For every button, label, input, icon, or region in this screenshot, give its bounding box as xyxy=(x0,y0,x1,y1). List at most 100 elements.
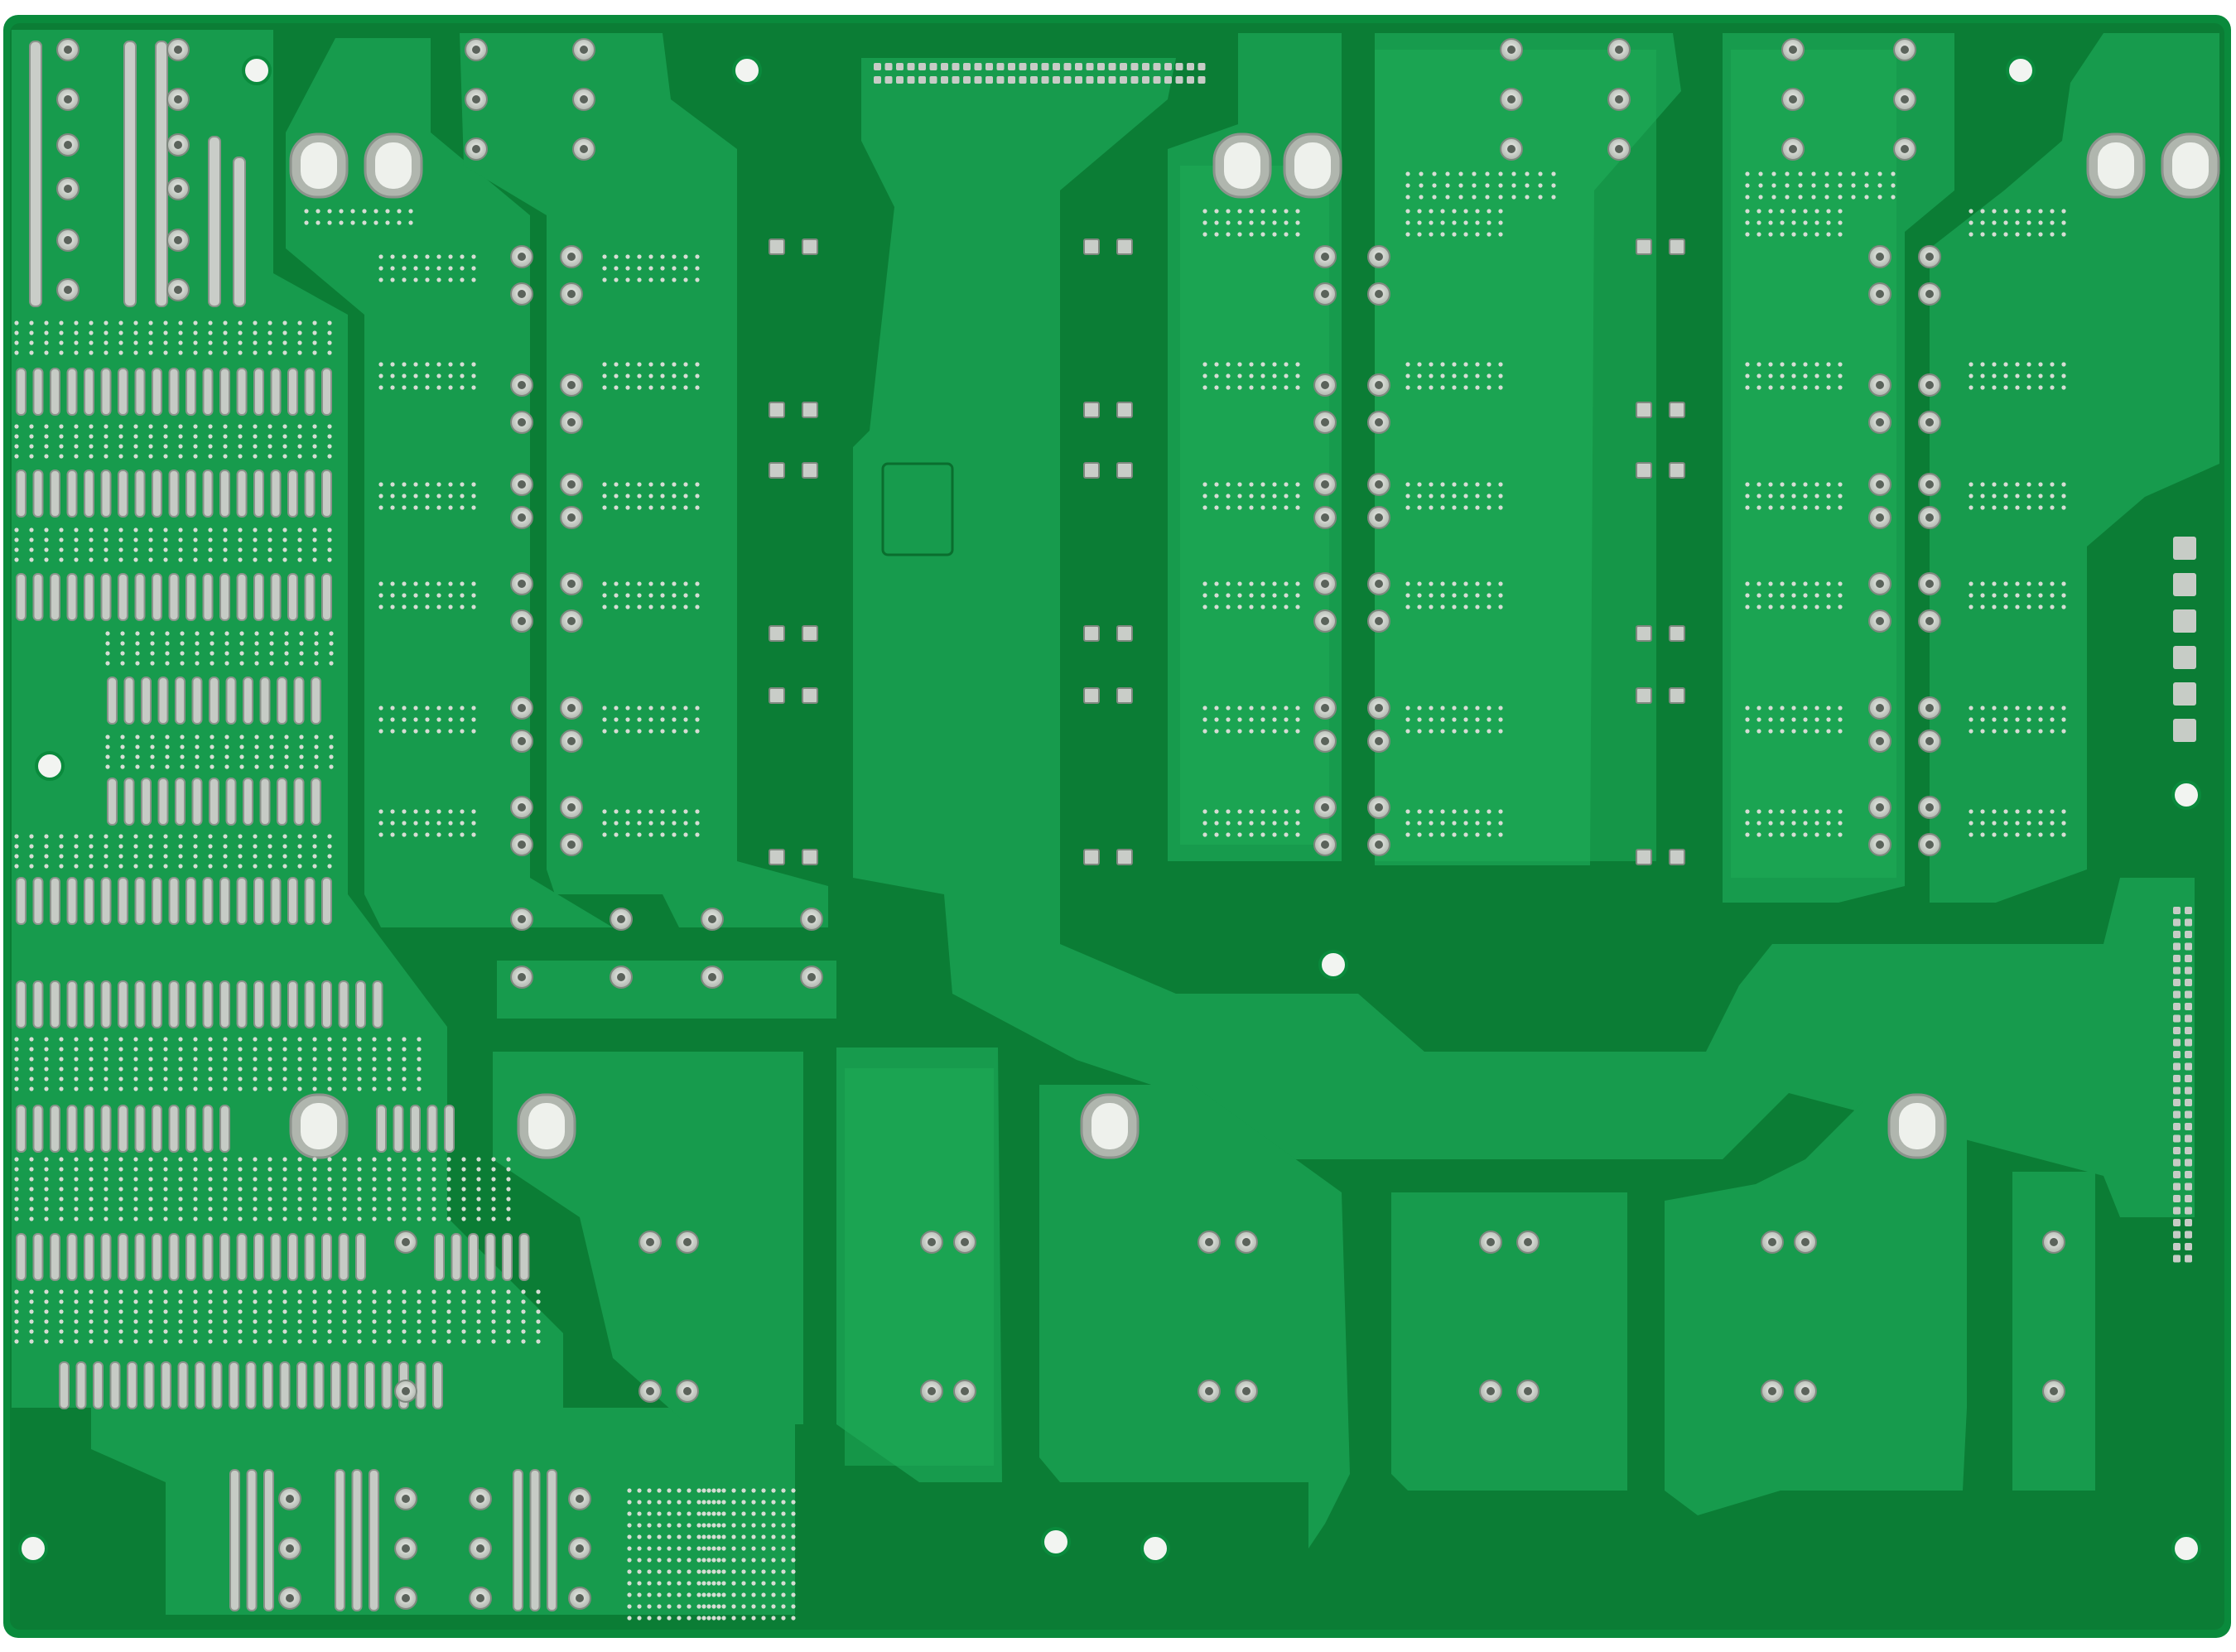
via xyxy=(667,1592,672,1597)
via xyxy=(1475,832,1480,837)
via xyxy=(614,717,619,722)
finger-pad xyxy=(243,778,253,826)
via xyxy=(89,1187,94,1192)
via xyxy=(402,1289,407,1294)
via xyxy=(59,1319,64,1324)
via xyxy=(223,1037,228,1042)
pad-drill xyxy=(567,253,576,261)
via xyxy=(74,1339,79,1344)
via xyxy=(1260,209,1265,214)
finger-pad xyxy=(355,1233,366,1281)
via xyxy=(253,1037,258,1042)
via xyxy=(195,651,200,656)
via xyxy=(417,1057,422,1062)
via xyxy=(667,1488,672,1493)
pad-drill xyxy=(580,46,588,54)
via xyxy=(2015,232,2020,237)
header-pin xyxy=(1075,63,1082,70)
header-pin xyxy=(2185,1086,2192,1095)
via xyxy=(1405,505,1410,510)
via xyxy=(133,320,138,325)
via xyxy=(1980,593,1985,598)
via xyxy=(637,1500,642,1505)
via xyxy=(357,1047,362,1052)
via xyxy=(387,1037,392,1042)
via xyxy=(74,1067,79,1072)
via xyxy=(436,373,441,378)
finger-pad xyxy=(152,573,162,621)
via xyxy=(1237,209,1242,214)
via xyxy=(74,424,79,429)
via xyxy=(1452,362,1457,367)
via xyxy=(1226,581,1231,586)
via xyxy=(1226,717,1231,722)
via xyxy=(180,744,185,749)
via xyxy=(1429,209,1434,214)
via xyxy=(74,1177,79,1182)
via xyxy=(387,1309,392,1314)
pad-drill xyxy=(1321,381,1329,389)
via xyxy=(372,1177,377,1182)
via xyxy=(625,482,630,487)
via xyxy=(637,1546,642,1551)
via xyxy=(282,330,287,335)
via xyxy=(614,729,619,734)
via xyxy=(312,547,317,552)
via xyxy=(1249,729,1254,734)
via xyxy=(1419,171,1424,176)
via xyxy=(476,1216,481,1221)
via xyxy=(1429,706,1434,710)
finger-pad xyxy=(186,573,196,621)
via xyxy=(751,1616,756,1621)
via xyxy=(74,1187,79,1192)
via xyxy=(1202,373,1207,378)
via xyxy=(29,444,34,449)
via xyxy=(104,834,108,839)
via xyxy=(448,494,453,498)
via xyxy=(1417,505,1422,510)
header-pin xyxy=(2185,918,2192,927)
via xyxy=(282,1309,287,1314)
via xyxy=(133,1076,138,1081)
via xyxy=(2026,832,2031,837)
finger-pad xyxy=(219,573,230,621)
smd-pad xyxy=(1083,849,1100,865)
via xyxy=(387,1206,392,1211)
via xyxy=(238,1086,243,1091)
via xyxy=(1768,706,1773,710)
via xyxy=(44,1057,49,1062)
via xyxy=(1272,717,1277,722)
header-pin xyxy=(2185,979,2192,986)
via xyxy=(460,604,465,609)
finger-pad xyxy=(175,677,186,725)
via xyxy=(1771,183,1776,188)
via xyxy=(210,661,214,666)
via xyxy=(193,557,198,562)
via xyxy=(1237,729,1242,734)
via xyxy=(413,604,418,609)
finger-pad xyxy=(259,677,271,725)
via xyxy=(1272,581,1277,586)
via xyxy=(133,1339,138,1344)
finger-pad xyxy=(100,1105,112,1153)
via xyxy=(44,444,49,449)
via xyxy=(253,1086,258,1091)
via xyxy=(148,454,153,459)
via xyxy=(2038,809,2043,814)
via xyxy=(1440,482,1445,487)
finger-pad xyxy=(270,980,282,1028)
via xyxy=(1429,821,1434,826)
via xyxy=(1487,220,1491,225)
via xyxy=(223,340,228,345)
via xyxy=(1745,232,1750,237)
via xyxy=(761,1534,766,1539)
via xyxy=(327,864,332,869)
via xyxy=(716,1546,721,1551)
via xyxy=(327,557,332,562)
finger-pad xyxy=(202,1105,214,1153)
finger-pad xyxy=(263,1361,273,1409)
via xyxy=(667,1534,672,1539)
via xyxy=(253,1289,258,1294)
via xyxy=(14,854,19,859)
via xyxy=(1768,209,1773,214)
